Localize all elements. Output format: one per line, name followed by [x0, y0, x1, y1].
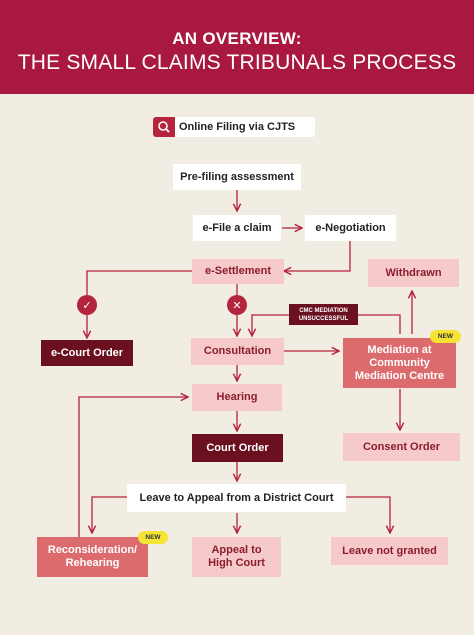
new-badge-reconsideration: NEW	[138, 531, 168, 544]
header-banner: AN OVERVIEW: THE SMALL CLAIMS TRIBUNALS …	[0, 0, 474, 94]
hearing-box: Hearing	[192, 384, 282, 411]
appeal-high-court-box: Appeal to High Court	[192, 537, 281, 577]
court-order-box: Court Order	[192, 434, 283, 462]
online-filing-text: Online Filing via CJTS	[179, 120, 296, 133]
arrow-leave-to-reconsideration	[92, 496, 127, 533]
header-title: AN OVERVIEW:	[172, 29, 302, 48]
prefiling-assessment-box: Pre-filing assessment	[173, 164, 301, 190]
ecourt-order-box: e-Court Order	[41, 340, 133, 366]
leave-not-granted-box: Leave not granted	[331, 537, 448, 565]
arrow-leave-to-notgranted	[346, 496, 390, 533]
online-filing-label: Online Filing via CJTS	[153, 117, 315, 137]
leave-to-appeal-box: Leave to Appeal from a District Court	[127, 484, 346, 512]
withdrawn-box: Withdrawn	[368, 259, 459, 287]
esettlement-box: e-Settlement	[192, 259, 284, 284]
reconsideration-box: Reconsideration/ Rehearing	[37, 537, 148, 577]
cmc-mediation-note: CMC MEDIATION UNSUCCESSFUL	[289, 304, 358, 325]
new-badge-mediation: NEW	[430, 330, 461, 343]
cross-icon: ✕	[227, 295, 247, 315]
arrow-enegotiation-to-esettlement	[284, 241, 351, 271]
consultation-box: Consultation	[191, 338, 284, 365]
efile-claim-box: e-File a claim	[193, 215, 281, 241]
mediation-box: Mediation at Community Mediation Centre	[343, 338, 456, 388]
check-icon: ✓	[77, 295, 97, 315]
consent-order-box: Consent Order	[343, 433, 460, 461]
arrow-reconsideration-to-hearing	[78, 397, 188, 538]
enegotiation-box: e-Negotiation	[305, 215, 396, 241]
header-subtitle: THE SMALL CLAIMS TRIBUNALS PROCESS	[17, 51, 457, 74]
search-icon	[153, 117, 175, 137]
arrow-esettlement-to-ecourt	[87, 270, 192, 338]
